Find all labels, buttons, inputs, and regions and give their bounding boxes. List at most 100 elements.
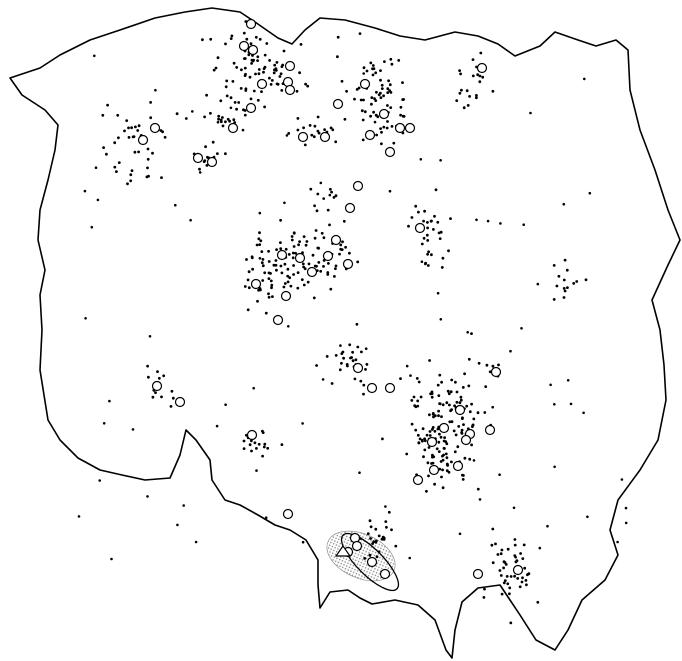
dot-marker bbox=[292, 273, 295, 276]
dot-marker bbox=[157, 376, 161, 380]
dot-marker bbox=[321, 378, 325, 381]
dot-marker bbox=[245, 258, 248, 261]
dot-marker bbox=[110, 557, 113, 561]
dot-marker bbox=[243, 113, 247, 117]
circle-marker bbox=[460, 434, 472, 446]
dot-marker bbox=[538, 546, 542, 550]
dot-marker bbox=[137, 124, 141, 128]
dot-marker bbox=[319, 269, 323, 273]
dot-marker bbox=[176, 523, 179, 527]
dot-marker bbox=[286, 267, 290, 271]
dot-marker bbox=[284, 247, 288, 251]
dot-marker bbox=[304, 82, 307, 86]
dot-marker bbox=[410, 422, 414, 426]
dot-marker bbox=[522, 223, 525, 226]
dot-marker bbox=[310, 133, 314, 137]
dot-marker bbox=[499, 552, 503, 556]
dot-marker bbox=[416, 399, 420, 403]
dot-marker bbox=[334, 354, 338, 357]
dot-marker bbox=[246, 278, 250, 282]
dot-marker bbox=[257, 68, 261, 71]
dot-marker bbox=[405, 364, 409, 368]
dot-marker bbox=[270, 283, 274, 287]
dot-marker bbox=[414, 204, 418, 208]
dot-marker bbox=[239, 87, 243, 90]
dot-marker bbox=[525, 583, 528, 587]
dot-marker bbox=[269, 83, 273, 86]
dot-marker bbox=[224, 85, 228, 89]
dot-marker bbox=[313, 236, 317, 240]
dot-marker bbox=[113, 165, 117, 169]
dot-marker bbox=[445, 456, 449, 460]
dot-marker bbox=[428, 434, 432, 437]
circle-marker bbox=[206, 156, 218, 168]
dot-marker bbox=[322, 236, 326, 240]
dot-marker bbox=[205, 164, 209, 167]
dot-marker bbox=[420, 242, 424, 246]
dot-marker bbox=[247, 286, 251, 290]
dot-marker bbox=[370, 96, 374, 99]
dot-marker bbox=[249, 97, 253, 101]
dot-marker bbox=[475, 96, 478, 100]
dot-marker bbox=[250, 62, 254, 65]
dot-marker bbox=[362, 66, 366, 70]
dot-marker bbox=[380, 130, 383, 134]
dot-marker bbox=[430, 253, 433, 257]
circle-marker bbox=[344, 202, 356, 214]
circle-marker bbox=[246, 429, 258, 441]
dot-marker bbox=[445, 401, 449, 405]
dot-marker bbox=[498, 473, 501, 477]
dot-marker bbox=[412, 395, 416, 399]
dot-marker bbox=[267, 295, 271, 299]
dot-marker bbox=[98, 479, 101, 482]
dot-marker bbox=[428, 413, 431, 417]
dot-marker bbox=[372, 67, 376, 71]
dot-marker bbox=[461, 416, 464, 420]
dot-marker bbox=[620, 478, 624, 481]
dot-marker bbox=[522, 543, 526, 547]
dot-marker bbox=[264, 311, 268, 315]
dot-marker bbox=[454, 380, 457, 384]
dot-marker bbox=[319, 181, 323, 185]
dot-marker bbox=[416, 404, 420, 408]
dot-marker bbox=[478, 74, 482, 78]
circle-marker bbox=[512, 564, 524, 576]
dot-marker bbox=[292, 245, 296, 248]
dot-marker bbox=[311, 253, 315, 257]
dot-marker bbox=[225, 94, 229, 98]
dot-marker bbox=[428, 359, 431, 362]
dot-marker bbox=[149, 116, 153, 120]
dot-marker bbox=[274, 259, 278, 262]
dot-marker bbox=[267, 277, 271, 280]
dot-marker bbox=[397, 59, 401, 62]
dot-marker bbox=[127, 126, 130, 130]
dot-marker bbox=[258, 243, 262, 247]
dot-marker bbox=[375, 90, 378, 94]
dot-marker bbox=[345, 89, 348, 93]
dot-marker bbox=[250, 439, 253, 443]
dot-marker bbox=[380, 87, 384, 90]
circle-marker bbox=[351, 540, 363, 552]
dot-marker bbox=[298, 71, 301, 75]
dot-marker bbox=[287, 325, 290, 328]
dot-marker bbox=[445, 442, 449, 446]
dot-marker bbox=[262, 445, 266, 449]
circle-marker bbox=[438, 422, 450, 434]
dot-marker bbox=[292, 231, 296, 235]
dot-marker bbox=[366, 532, 370, 536]
dot-marker bbox=[420, 260, 424, 264]
dot-marker bbox=[429, 392, 432, 396]
dot-marker bbox=[425, 433, 429, 437]
dot-marker bbox=[256, 98, 260, 102]
dot-marker bbox=[270, 286, 273, 290]
dot-marker bbox=[422, 455, 425, 459]
circle-markers bbox=[137, 18, 524, 580]
dot-marker bbox=[296, 271, 300, 274]
dot-marker bbox=[423, 209, 426, 213]
dot-marker bbox=[499, 574, 503, 577]
dot-marker bbox=[399, 105, 403, 109]
dot-marker bbox=[255, 469, 258, 472]
dot-marker bbox=[334, 264, 338, 268]
dot-marker bbox=[229, 37, 233, 40]
dot-marker bbox=[233, 101, 237, 104]
